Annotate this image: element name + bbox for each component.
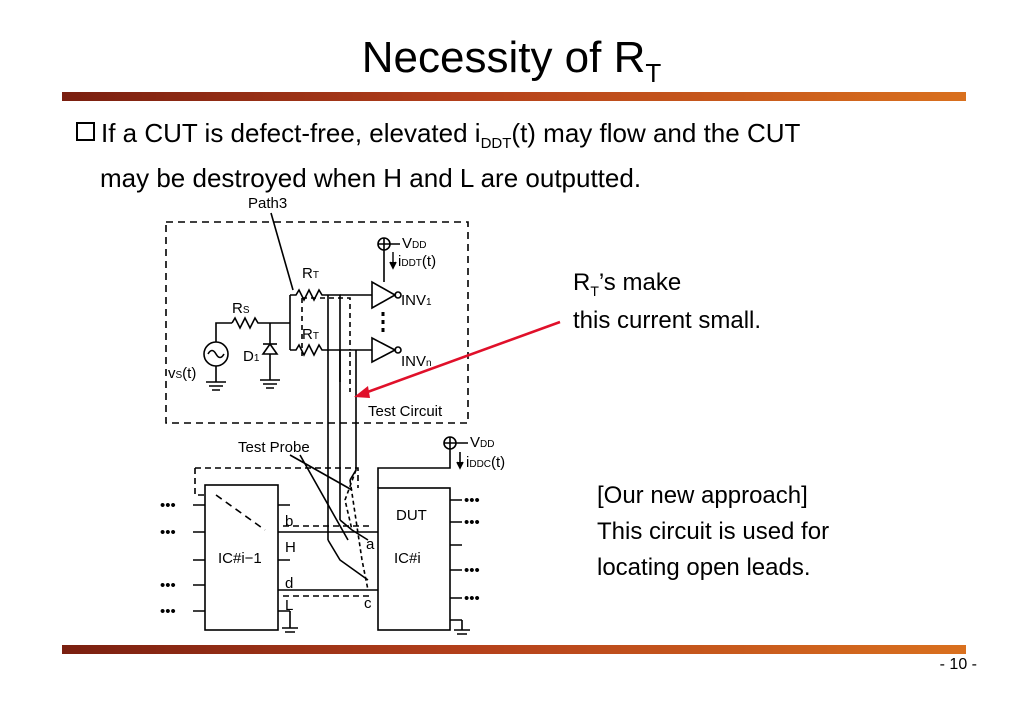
pin-l-label: L [285, 597, 293, 614]
ic-prev-label: IC#i−1 [218, 550, 262, 567]
test-circuit-box [165, 221, 469, 424]
approach-heading: [Our new approach] [597, 482, 808, 509]
diode-icon [261, 342, 279, 355]
svg-text:•••: ••• [160, 497, 176, 514]
footer-divider [62, 645, 966, 654]
path3-label: Path3 [248, 195, 287, 212]
rt-label-top: RT [302, 265, 319, 282]
rs-label: RS [232, 300, 250, 317]
svg-text:•••: ••• [160, 524, 176, 541]
svg-text:•••: ••• [464, 562, 480, 579]
approach-text: [Our new approach] This circuit is used … [597, 478, 829, 586]
svg-text:•••: ••• [464, 514, 480, 531]
pin-b-label: b [285, 513, 293, 530]
test-circuit-label: Test Circuit [368, 403, 443, 420]
pointer-arrow [361, 320, 561, 396]
inverter-n-icon [371, 336, 397, 364]
title-divider [62, 92, 966, 101]
test-probe-label: Test Probe [238, 439, 310, 456]
invn-label: INVn [401, 353, 432, 370]
slide-title: Necessity of RT [361, 33, 662, 88]
arrow-head-icon [354, 386, 370, 398]
ic-prev-box [204, 484, 279, 631]
svg-text:•••: ••• [160, 577, 176, 594]
vs-label: vS(t) [168, 365, 196, 382]
rt-label-bottom: RT [302, 326, 319, 343]
rt-resistor-top [290, 288, 341, 382]
inv1-label: INV1 [401, 292, 432, 309]
pin-d-label: d [285, 575, 293, 592]
bullet-point: If a CUT is defect-free, elevated iDDT(t… [76, 116, 976, 195]
dut-box [377, 487, 451, 631]
iddt-label: iDDT(t) [398, 253, 436, 270]
pin-c-label: c [364, 595, 372, 612]
rt-resistor-bottom [290, 343, 372, 357]
svg-text:•••: ••• [160, 603, 176, 620]
vdd-label-top: VDD [402, 235, 426, 252]
pin-a-label: a [366, 536, 375, 553]
rt-annotation: RT’s make this current small. [573, 269, 762, 334]
rs-resistor [231, 316, 290, 330]
page-number: - 10 - [939, 656, 977, 673]
pin-dots: ••• ••• ••• ••• ••• ••• ••• ••• [160, 492, 480, 620]
ic-i-label: IC#i [394, 550, 421, 567]
iddc-label: iDDC(t) [466, 454, 505, 471]
checkbox-bullet-icon [76, 122, 95, 141]
svg-text:•••: ••• [464, 590, 480, 607]
d1-label: D1 [243, 348, 260, 365]
dut-label: DUT [396, 507, 427, 524]
pin-h-label: H [285, 539, 296, 556]
svg-text:•••: ••• [464, 492, 480, 509]
inverter-1-icon [371, 280, 397, 310]
vdd-label-bottom: VDD [470, 434, 494, 451]
